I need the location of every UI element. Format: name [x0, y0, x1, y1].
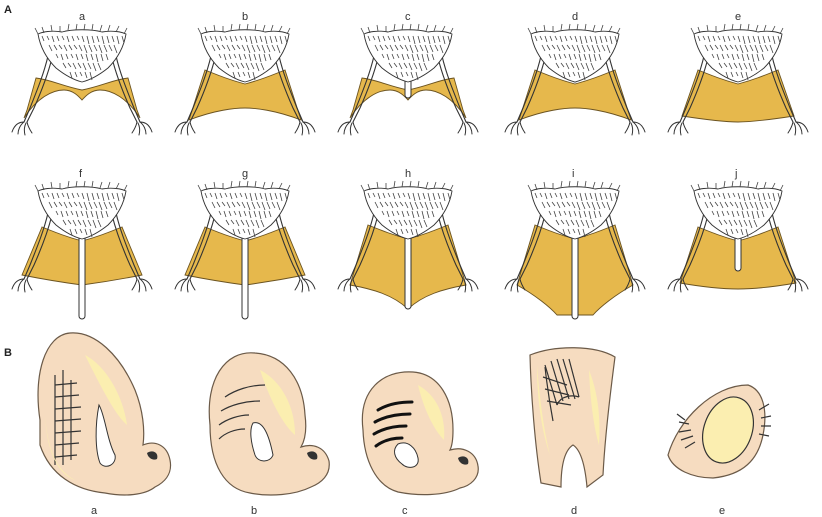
uropatagium-a: a: [12, 11, 152, 135]
right-foot: [295, 122, 315, 135]
panel-b-ear-types: a b c d: [38, 333, 771, 517]
left-foot: [505, 122, 525, 135]
tail: [242, 233, 248, 319]
left-foot: [668, 122, 688, 135]
ear-b-label: b: [251, 505, 257, 517]
panel-label-b: B: [4, 347, 12, 359]
panel-a-uropatagium-types: a b c d e f g h i j: [12, 11, 808, 319]
right-foot: [132, 122, 152, 135]
uropatagium-g-label: g: [242, 168, 248, 180]
uropatagium-e: e: [668, 11, 808, 135]
ear-a: a: [38, 333, 171, 517]
right-foot: [458, 122, 478, 135]
ear-d: d: [530, 348, 615, 517]
ear-d-label: d: [571, 505, 577, 517]
right-foot: [295, 279, 315, 292]
ear-c-label: c: [402, 505, 408, 517]
uropatagium-j-label: j: [734, 168, 737, 180]
uropatagium-i-label: i: [572, 168, 574, 180]
uropatagium-f: f: [12, 168, 152, 319]
left-foot: [12, 279, 32, 292]
uropatagium-d: d: [505, 11, 645, 135]
left-foot: [338, 122, 358, 135]
right-foot: [788, 122, 808, 135]
uropatagium-i: i: [505, 168, 645, 319]
ear-b: b: [209, 353, 329, 517]
ear-c: c: [362, 372, 478, 517]
tail: [405, 233, 411, 309]
uropatagium-b: b: [175, 11, 315, 135]
panel-label-a: A: [4, 4, 12, 16]
uropatagium-c: c: [338, 11, 478, 135]
tail: [79, 233, 85, 319]
uropatagium-c-label: c: [405, 11, 411, 23]
ear-e: e: [668, 385, 771, 517]
uropatagium-a-label: a: [79, 11, 86, 23]
uropatagium-d-label: d: [572, 11, 578, 23]
uropatagium-h: h: [338, 168, 478, 309]
tail: [572, 233, 578, 319]
uropatagium-b-label: b: [242, 11, 248, 23]
uropatagium-h-label: h: [405, 168, 411, 180]
uropatagium-e-label: e: [735, 11, 741, 23]
ear-a-label: a: [91, 505, 98, 517]
left-foot: [175, 122, 195, 135]
uropatagium-j: j: [668, 168, 808, 292]
left-foot: [12, 122, 32, 135]
membrane: [24, 78, 140, 118]
uropatagium-f-label: f: [79, 168, 83, 180]
left-foot: [175, 279, 195, 292]
right-foot: [132, 279, 152, 292]
ear-e-label: e: [719, 505, 725, 517]
right-foot: [625, 122, 645, 135]
uropatagium-g: g: [175, 168, 315, 319]
